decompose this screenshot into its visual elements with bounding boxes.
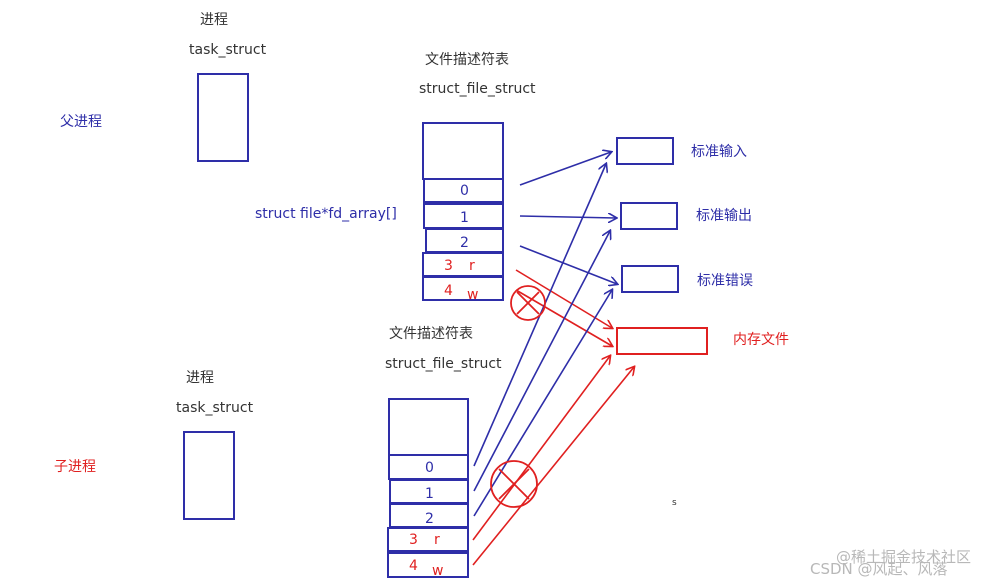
arrow-child-3-memfile bbox=[472, 356, 610, 541]
stray-mark: s bbox=[672, 498, 677, 508]
stdout-label: 标准输出 bbox=[696, 208, 752, 224]
watermark-line2: CSDN @风起、风落 bbox=[810, 560, 948, 578]
child-fd-struct-label: struct_file_struct bbox=[385, 356, 502, 372]
arrow-parent-1-stdout bbox=[519, 216, 616, 218]
stderr-label: 标准错误 bbox=[697, 273, 753, 289]
memfile-box bbox=[616, 327, 708, 355]
parent-fd-cell-0: 0 bbox=[423, 178, 504, 203]
stdin-box bbox=[616, 137, 674, 165]
stdin-label: 标准输入 bbox=[691, 144, 747, 160]
parent-task-struct-box bbox=[197, 73, 249, 162]
stdout-box bbox=[620, 202, 678, 230]
parent-fd-table-title: 文件描述符表 bbox=[425, 52, 509, 68]
parent-process-label: 父进程 bbox=[60, 114, 102, 130]
stderr-box bbox=[621, 265, 679, 293]
arrow-child-2-stderr bbox=[473, 290, 612, 517]
parent-process-title: 进程 bbox=[200, 12, 228, 28]
child-task-struct-box bbox=[183, 431, 235, 520]
fd-array-label: struct file*fd_array[] bbox=[255, 206, 397, 222]
arrow-child-1-stdout bbox=[473, 231, 610, 492]
arrow-parent-2-stderr bbox=[519, 245, 617, 284]
parent-fd-struct-label: struct_file_struct bbox=[419, 81, 536, 97]
memfile-label: 内存文件 bbox=[733, 332, 789, 348]
child-closed-mark bbox=[490, 460, 538, 508]
parent-closed-mark bbox=[510, 285, 546, 321]
watermark-line1: @稀土掘金技术社区 bbox=[836, 548, 972, 566]
child-process-title: 进程 bbox=[186, 370, 214, 386]
parent-task-struct-label: task_struct bbox=[189, 42, 267, 58]
arrow-parent-0-stdin bbox=[519, 152, 611, 186]
arrow-child-4-memfile bbox=[472, 367, 634, 566]
child-process-label: 子进程 bbox=[54, 459, 96, 475]
child-fd-table-title: 文件描述符表 bbox=[389, 326, 473, 342]
child-task-struct-label: task_struct bbox=[176, 400, 254, 416]
arrow-parent-3-memfile bbox=[515, 269, 612, 328]
